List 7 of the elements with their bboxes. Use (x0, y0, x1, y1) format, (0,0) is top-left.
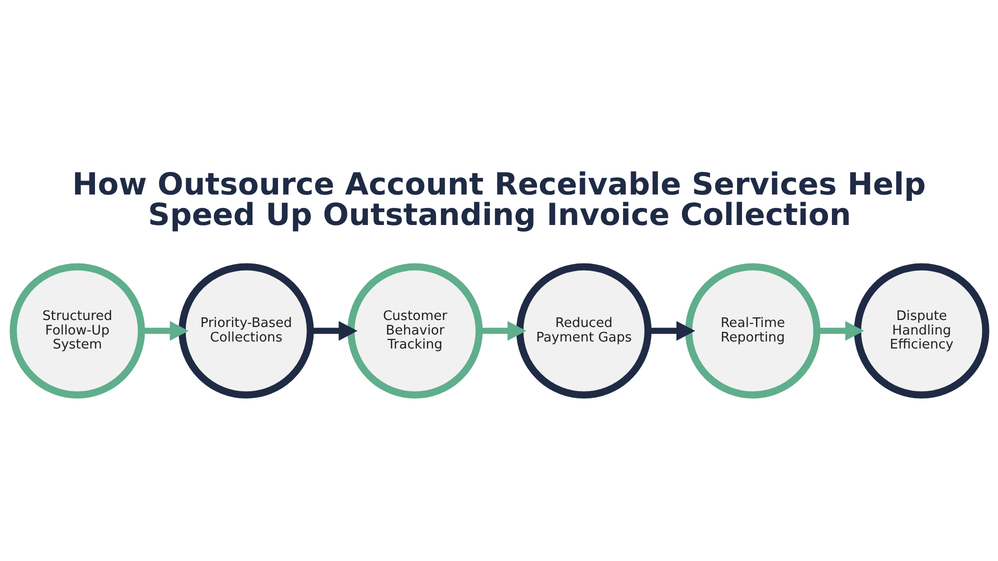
diagram-title: How Outsource Account Receivable Services Help Speed Up Outstanding Invoice Collection (72, 167, 926, 233)
node-circle: Structured Follow-Up System (9, 262, 144, 398)
node-circle: Real-Time Reporting (684, 262, 820, 398)
node-circle: Customer Behavior Tracking (346, 262, 482, 398)
node-circle: Priority-Based Collections (178, 262, 314, 398)
node-circle: Dispute Handling Efficiency (854, 262, 989, 398)
node-circle: Reduced Payment Gaps (516, 262, 652, 398)
